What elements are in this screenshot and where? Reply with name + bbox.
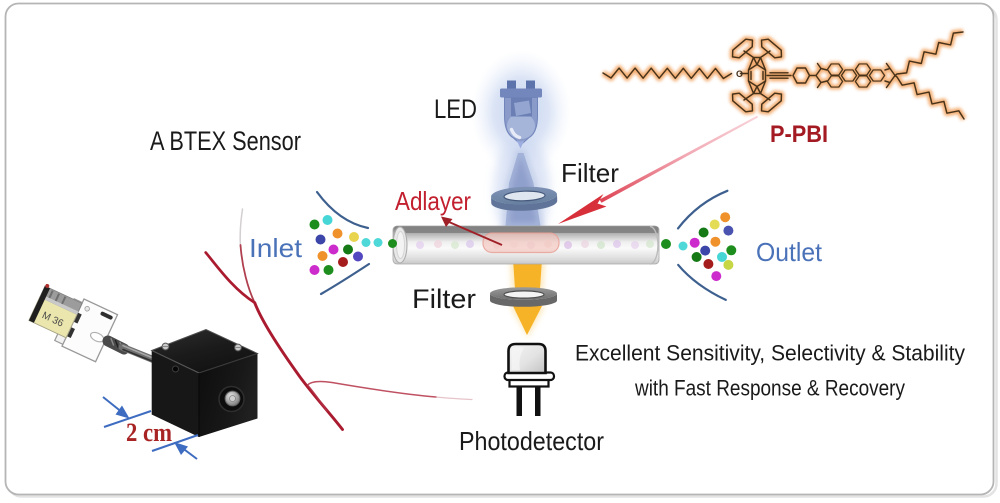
svg-text:LED: LED: [434, 94, 477, 124]
svg-text:Filter: Filter: [561, 158, 619, 188]
svg-text:O: O: [736, 69, 743, 79]
svg-text:Excellent Sensitivity, Selecti: Excellent Sensitivity, Selectivity & Sta…: [575, 341, 965, 366]
svg-text:Adlayer: Adlayer: [395, 186, 471, 216]
svg-text:with Fast Response & Recovery: with Fast Response & Recovery: [634, 376, 905, 401]
svg-text:2 cm: 2 cm: [126, 418, 172, 447]
svg-text:A BTEX Sensor: A BTEX Sensor: [150, 126, 301, 156]
svg-text:Filter: Filter: [412, 284, 476, 314]
svg-text:P-PBI: P-PBI: [770, 121, 828, 148]
svg-text:Photodetector: Photodetector: [459, 426, 604, 456]
svg-text:Outlet: Outlet: [756, 237, 823, 267]
svg-text:Inlet: Inlet: [249, 233, 303, 263]
